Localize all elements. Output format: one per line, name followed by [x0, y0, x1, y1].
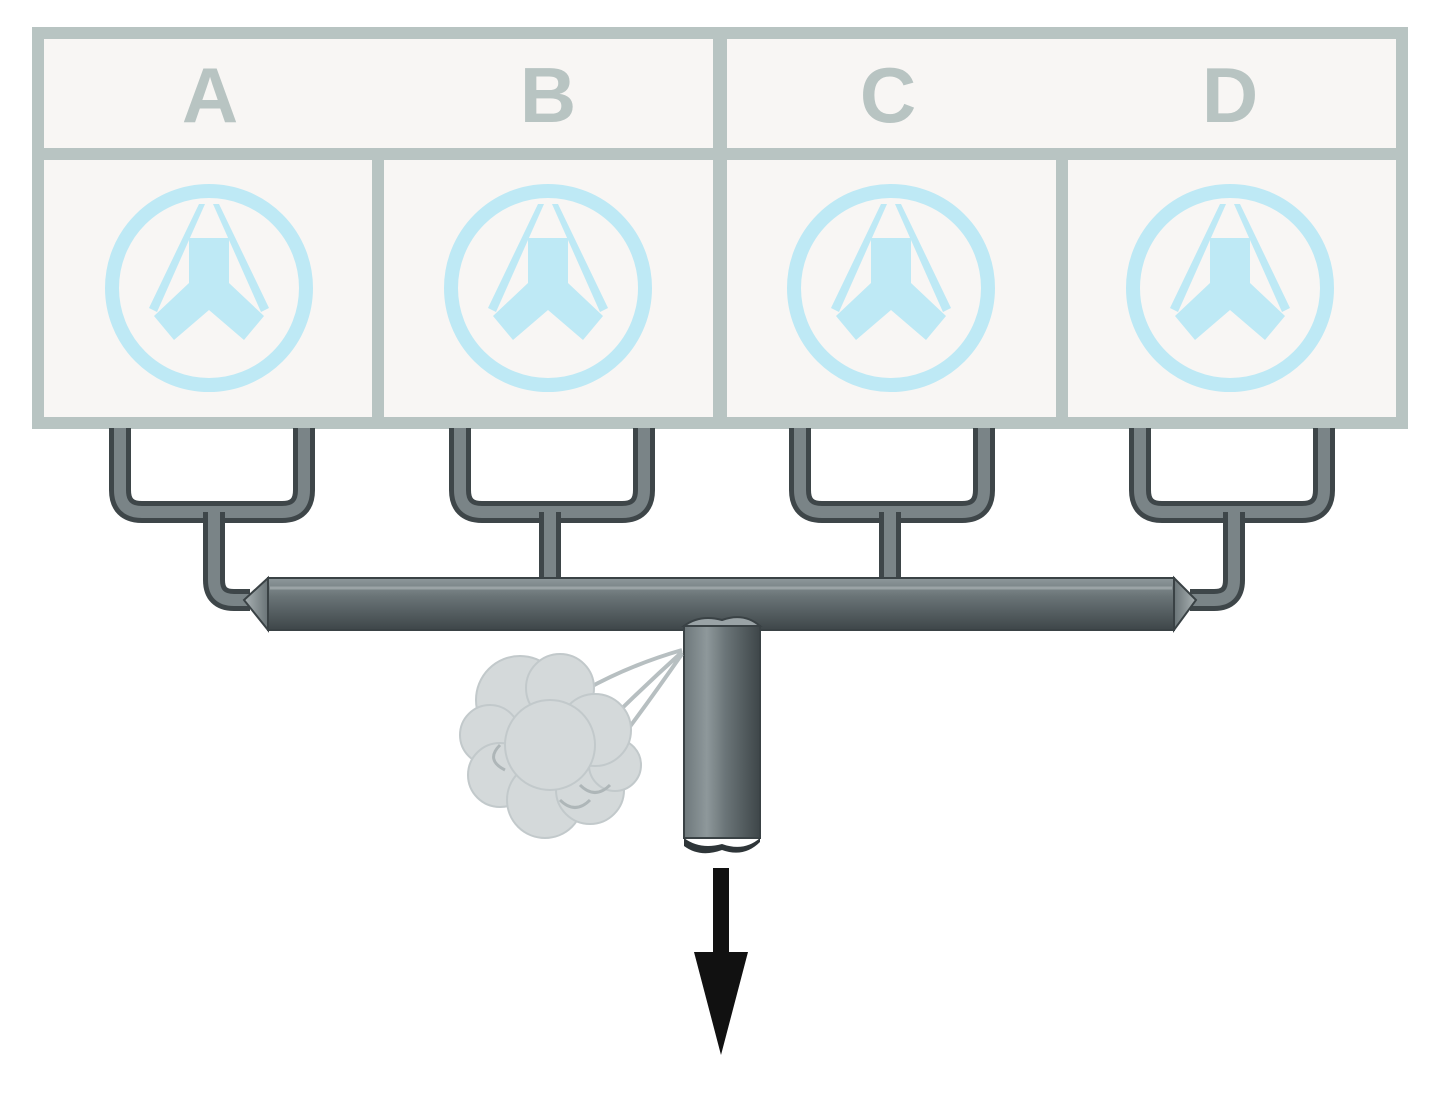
- branch-pipe-d: [1129, 428, 1335, 523]
- label-d: D: [1202, 51, 1258, 139]
- manifold-y-icon: [444, 184, 652, 392]
- cabinet-frame: [32, 27, 1408, 429]
- branch-pipes: [109, 428, 1335, 611]
- header-labels: A B C D: [182, 51, 1258, 139]
- manifold-y-icon: [787, 184, 995, 392]
- label-a: A: [182, 51, 238, 139]
- down-arrow-icon: [694, 868, 748, 1055]
- outlet-pipe: [680, 616, 763, 854]
- leak-cloud-icon: [459, 648, 684, 839]
- module-d: [1126, 184, 1334, 392]
- branch-pipe-a: [109, 428, 315, 523]
- manifold-y-icon: [105, 184, 313, 392]
- module-a: [105, 184, 313, 392]
- branch-pipe-c: [789, 428, 995, 523]
- branch-pipe-b: [449, 428, 655, 523]
- label-c: C: [860, 51, 916, 139]
- module-b: [444, 184, 652, 392]
- module-c: [787, 184, 995, 392]
- manifold-y-icon: [1126, 184, 1334, 392]
- label-b: B: [520, 51, 576, 139]
